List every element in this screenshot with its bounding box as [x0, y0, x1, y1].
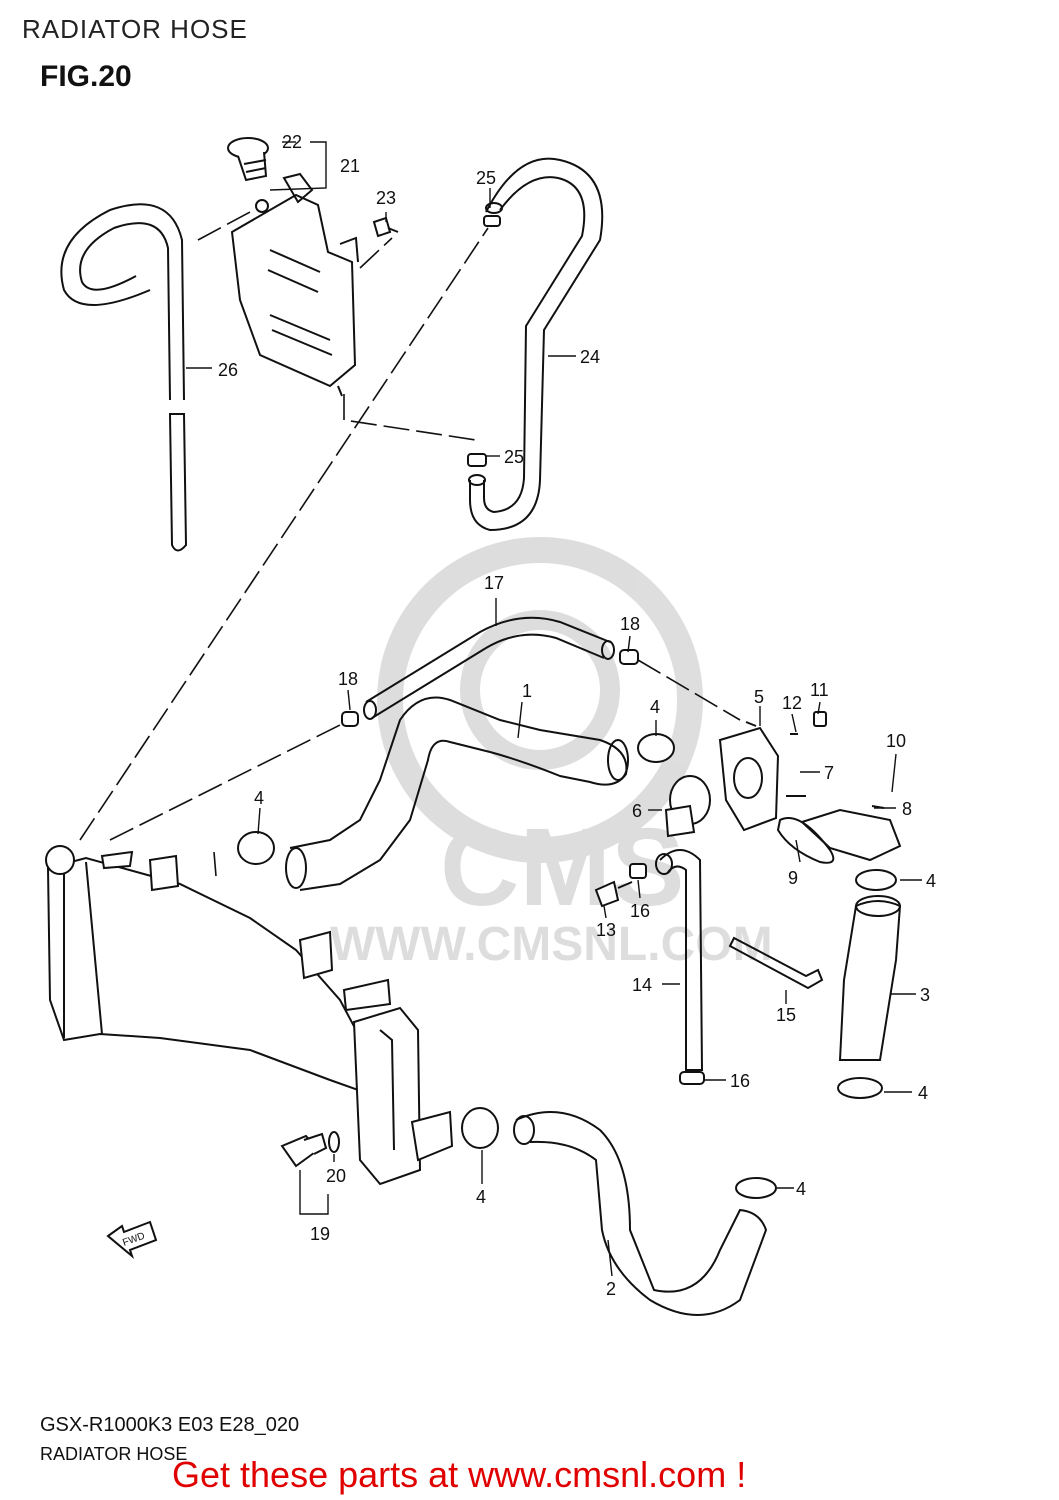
- callout-3: 3: [920, 985, 930, 1005]
- forward-arrow: FWD: [106, 1220, 158, 1260]
- cable-tie-15: [728, 936, 824, 990]
- callout-25b: 25: [504, 447, 524, 467]
- hose-clamp-25: [467, 215, 501, 467]
- reservoir-hose: [468, 157, 604, 532]
- radiator: [45, 845, 454, 1186]
- thermostat-assembly: [664, 711, 902, 864]
- callout-9: 9: [788, 868, 798, 888]
- callout-18b: 18: [620, 614, 640, 634]
- callout-25a: 25: [476, 168, 496, 188]
- callout-8: 8: [902, 799, 912, 819]
- radiator-hose-2: [513, 1111, 768, 1316]
- callout-22: 22: [282, 132, 302, 152]
- figure-label: FIG.20: [40, 60, 132, 93]
- fitting-13: [594, 863, 647, 908]
- radiator-hose-3: [838, 895, 902, 1061]
- reservoir-cap: [227, 137, 269, 182]
- reservoir-tank: [230, 172, 359, 397]
- callout-18a: 18: [338, 669, 358, 689]
- callout-15: 15: [776, 1005, 796, 1025]
- overflow-hose: [60, 203, 188, 552]
- callout-10: 10: [886, 731, 906, 751]
- hose-clamp-4: [237, 733, 897, 1199]
- diagram-name: RADIATOR HOSE: [40, 1444, 188, 1464]
- callout-6: 6: [632, 801, 642, 821]
- bolt-23: [372, 216, 399, 238]
- bypass-hose-17: [363, 616, 615, 720]
- leader-lines: [186, 141, 922, 1277]
- section-title: RADIATOR HOSE: [22, 14, 248, 44]
- callout-14: 14: [632, 975, 652, 995]
- callout-13: 13: [596, 920, 616, 940]
- callout-23: 23: [376, 188, 396, 208]
- callout-7: 7: [824, 763, 834, 783]
- callout-19: 19: [310, 1224, 330, 1244]
- callouts: 1 2 3 4 4 4 4 4 4 5 6 7 8 9 10 11 12 13 …: [218, 132, 936, 1299]
- callout-16b: 16: [730, 1071, 750, 1091]
- parts-link[interactable]: Get these parts at www.cmsnl.com !: [172, 1454, 747, 1495]
- callout-12: 12: [782, 693, 802, 713]
- hose-clamp-18: [341, 649, 639, 727]
- callout-4f: 4: [796, 1179, 806, 1199]
- callout-16a: 16: [630, 901, 650, 921]
- callout-17: 17: [484, 573, 504, 593]
- callout-4a: 4: [254, 788, 264, 808]
- callout-11: 11: [810, 680, 829, 700]
- radiator-hose-1: [285, 696, 629, 891]
- callout-1: 1: [522, 681, 532, 701]
- temperature-sensor-19: [280, 1131, 340, 1168]
- callout-20: 20: [326, 1166, 346, 1186]
- watermark: CMS WWW.CMSNL.COM: [330, 537, 773, 971]
- callout-2: 2: [606, 1279, 616, 1299]
- callout-4c: 4: [926, 871, 936, 891]
- callout-4e: 4: [476, 1187, 486, 1207]
- callout-24: 24: [580, 347, 600, 367]
- callout-5: 5: [754, 687, 764, 707]
- callout-21: 21: [340, 156, 360, 176]
- model-code: GSX-R1000K3 E03 E28_020: [40, 1414, 300, 1436]
- hose-14: [655, 849, 705, 1085]
- callout-26: 26: [218, 360, 238, 380]
- callout-4b: 4: [650, 697, 660, 717]
- connection-lines: [79, 211, 741, 877]
- watermark-url: WWW.CMSNL.COM: [330, 918, 773, 971]
- callout-4d: 4: [918, 1083, 928, 1103]
